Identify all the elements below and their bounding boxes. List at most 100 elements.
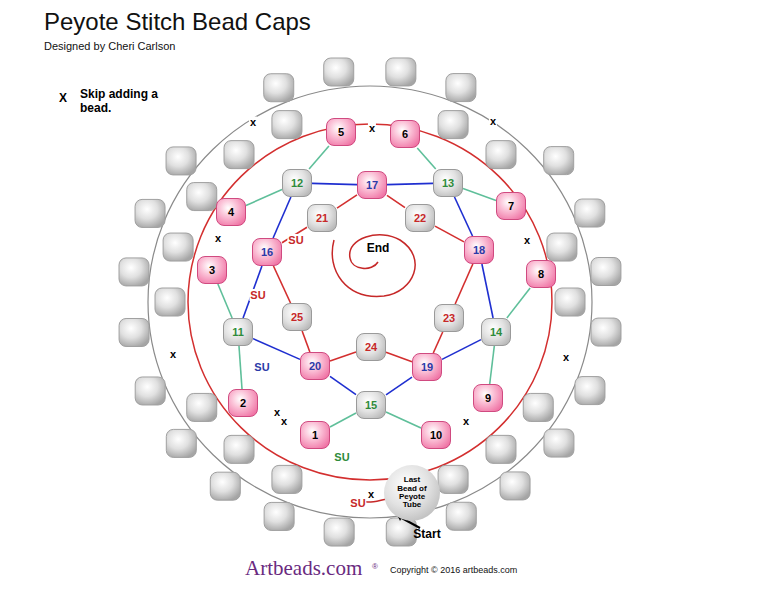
thread-path (302, 331, 310, 352)
skip-mark: x (562, 352, 570, 363)
plain-bead (386, 518, 416, 546)
numbered-bead: 1 (300, 421, 330, 449)
thread-path (442, 340, 481, 360)
plain-bead (523, 393, 553, 421)
annotation: Start (413, 527, 440, 541)
numbered-bead: 15 (356, 391, 386, 419)
annotation: ® (372, 562, 378, 571)
bead-number: 21 (316, 212, 328, 224)
numbered-bead: 4 (216, 198, 246, 226)
plain-bead (264, 74, 294, 102)
plain-bead (547, 233, 577, 261)
bead-number: 2 (240, 397, 246, 409)
plain-bead (575, 377, 605, 405)
annotation: Artbeads.com (245, 556, 362, 581)
plain-bead (386, 58, 416, 86)
skip-mark: x (489, 116, 497, 127)
plain-bead (119, 318, 149, 346)
numbered-bead: 21 (307, 204, 337, 232)
annotation: Copyright © 2016 artbeads.com (390, 565, 517, 575)
plain-bead (438, 111, 468, 139)
thread-path (455, 264, 473, 304)
step-up-label: SU (287, 234, 304, 246)
numbered-bead: 7 (496, 192, 526, 220)
skip-mark: x (368, 123, 376, 134)
thread-path (435, 226, 464, 242)
bead-number: 25 (291, 311, 303, 323)
plain-bead (210, 472, 240, 500)
annotation: End (367, 241, 390, 255)
skip-mark: x (367, 489, 375, 500)
legend-note: Designed by Cheri Carlson (44, 40, 175, 52)
plain-bead (187, 393, 217, 421)
thread-path (490, 346, 495, 384)
plain-bead (324, 58, 354, 86)
thread-path (337, 195, 357, 208)
thread-path (218, 284, 232, 318)
plain-bead (446, 502, 476, 530)
plain-bead (324, 518, 354, 546)
bead-number: 1 (312, 429, 318, 441)
thread-path (330, 352, 356, 361)
numbered-bead: 14 (481, 318, 511, 346)
plain-bead (500, 472, 530, 500)
plain-bead (486, 435, 516, 463)
step-up-label: SU (249, 289, 266, 301)
thread-path (386, 352, 412, 361)
numbered-bead: 20 (300, 352, 330, 380)
title: Peyote Stitch Bead Caps (44, 8, 311, 36)
bead-number: 5 (338, 126, 344, 138)
skip-mark: x (214, 233, 222, 244)
numbered-bead: 9 (473, 384, 503, 412)
numbered-bead: 8 (526, 260, 556, 288)
plain-bead (135, 199, 165, 227)
plain-bead (446, 74, 476, 102)
bead-number: Last Bead of Peyote Tube (394, 476, 430, 510)
thread-path (312, 183, 357, 184)
numbered-bead: 11 (223, 318, 253, 346)
numbered-bead: 18 (464, 236, 494, 264)
plain-bead (272, 465, 302, 493)
thread-path (463, 188, 496, 200)
bead-number: 16 (261, 246, 273, 258)
plain-bead (575, 199, 605, 227)
numbered-bead: 12 (282, 169, 312, 197)
plain-bead (163, 233, 193, 261)
plain-bead (264, 502, 294, 530)
plain-bead (544, 147, 574, 175)
numbered-bead: 17 (357, 171, 387, 199)
step-up-label: SU (253, 361, 270, 373)
plain-bead (224, 435, 254, 463)
plain-bead (224, 141, 254, 169)
numbered-bead: 25 (282, 303, 312, 331)
bead-number: 12 (291, 177, 303, 189)
bead-number: 13 (442, 177, 454, 189)
thread-path (246, 190, 282, 206)
plain-bead (591, 318, 621, 346)
bead-number: 7 (508, 200, 514, 212)
thread-path (433, 332, 442, 353)
skip-mark: x (523, 235, 531, 246)
thread-path (387, 183, 433, 184)
numbered-bead: 16 (252, 238, 282, 266)
thread-path (239, 346, 242, 389)
plain-bead (555, 288, 585, 316)
bead-number: 20 (309, 360, 321, 372)
bead-number: 4 (228, 206, 234, 218)
numbered-bead: 6 (390, 120, 420, 148)
bead-number: 23 (443, 312, 455, 324)
plain-bead (119, 258, 149, 286)
thread-path (417, 148, 435, 169)
numbered-bead: 19 (412, 353, 442, 381)
thread-path (482, 264, 493, 318)
numbered-bead: 2 (228, 389, 258, 417)
outer-thread (148, 86, 592, 518)
numbered-bead: 22 (405, 204, 435, 232)
thread-path (386, 377, 412, 395)
plain-bead (166, 429, 196, 457)
bead-number: 6 (402, 128, 408, 140)
thread-path (454, 197, 472, 236)
thread-path (273, 266, 290, 303)
bead-number: 9 (485, 392, 491, 404)
numbered-bead: 10 (421, 421, 451, 449)
